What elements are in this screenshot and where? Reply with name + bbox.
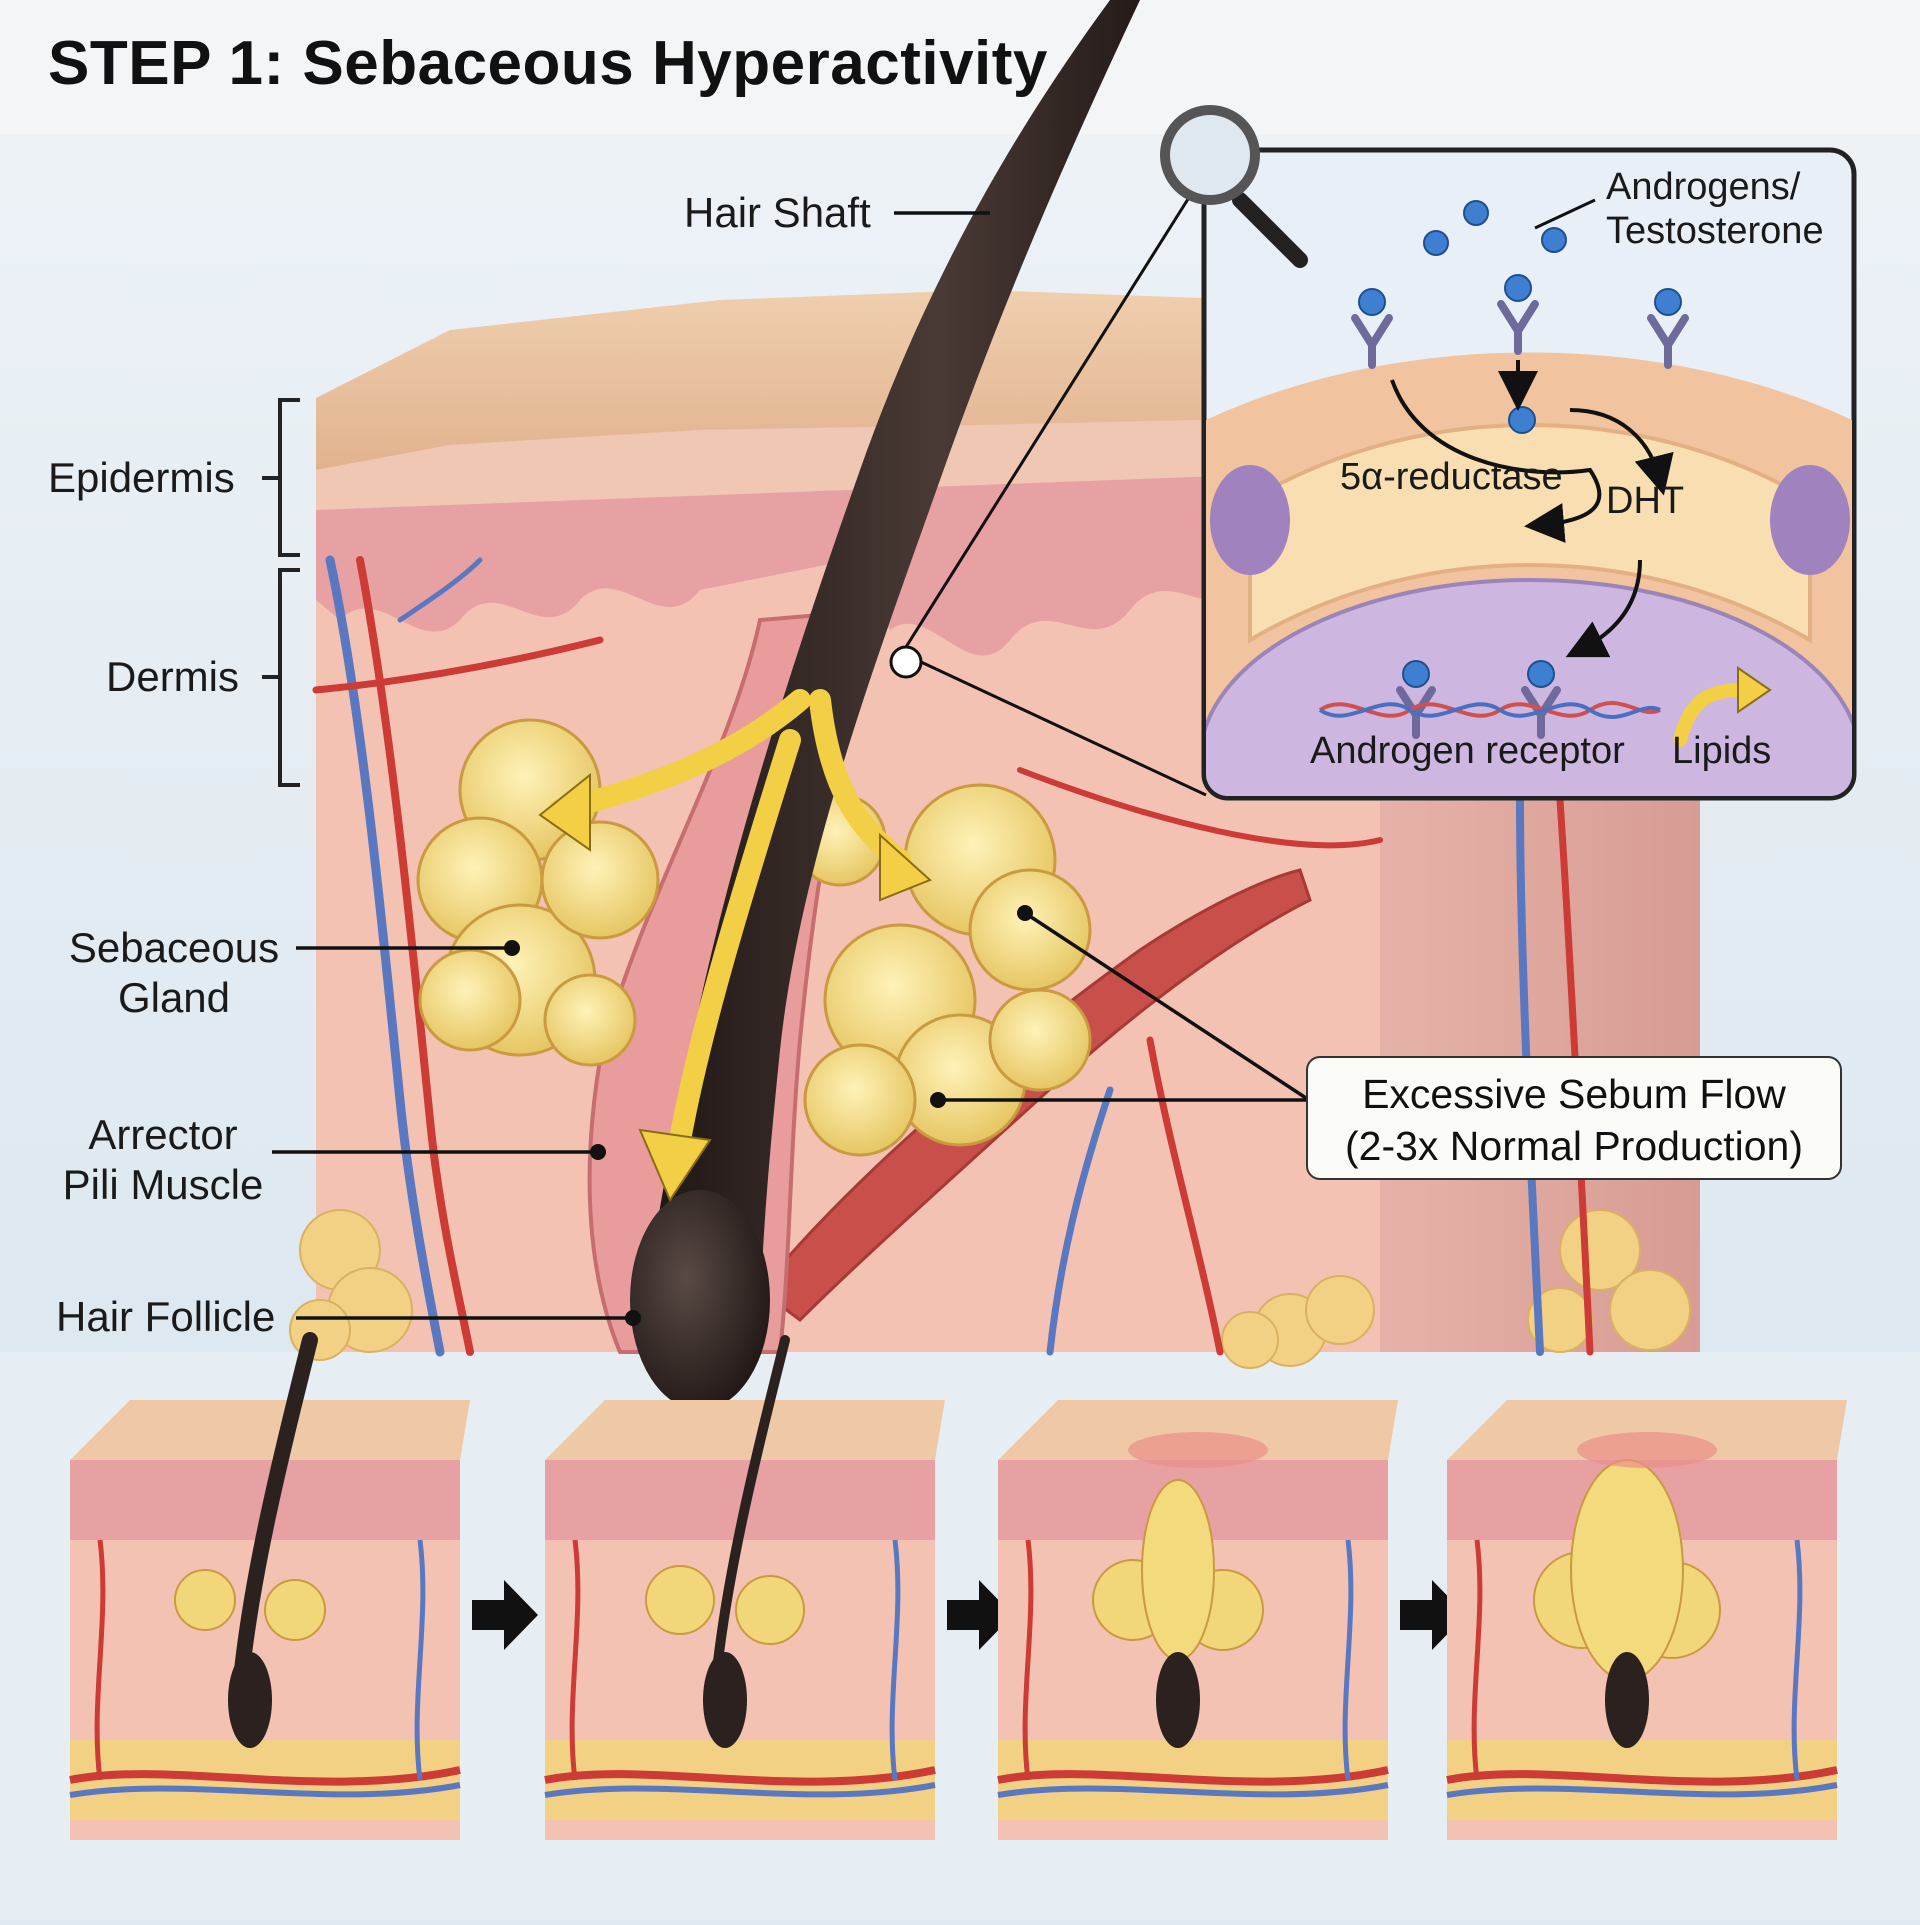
cell-nucleus xyxy=(1206,578,1852,796)
sebum-callout: Excessive Sebum Flow (2-3x Normal Produc… xyxy=(1306,1056,1842,1180)
lipids-arrowhead xyxy=(1737,666,1772,714)
sebum-flow-arrowheads xyxy=(538,772,932,1203)
arrow-right-icon xyxy=(947,1580,1013,1650)
androgen-pointer xyxy=(1534,198,1596,230)
label-dermis: Dermis xyxy=(106,653,239,700)
hair-shaft xyxy=(640,0,1140,1352)
inset-label-dht: DHT xyxy=(1606,480,1685,522)
stage-block-3 xyxy=(997,1400,1398,1840)
hair-bulb xyxy=(630,1190,770,1410)
label-sebaceous-gland: Sebaceous Gland xyxy=(54,923,294,1023)
inset-label-receptor: Androgen receptor xyxy=(1310,730,1625,772)
leader-lines xyxy=(272,211,1307,1320)
zoom-lines xyxy=(889,179,1207,797)
cell-inset xyxy=(1201,147,1857,801)
pathway-arrows xyxy=(1390,360,1674,658)
dna-helix xyxy=(1318,701,1661,719)
dermis-layer xyxy=(316,420,1380,1352)
nucleus-left xyxy=(1210,465,1290,575)
blood-vessels xyxy=(312,555,1594,1357)
androgen-molecules xyxy=(1358,200,1682,688)
sebaceous-gland xyxy=(416,718,1092,1157)
layer-brackets xyxy=(262,398,300,787)
label-arrector-line2: Pili Muscle xyxy=(62,1161,264,1208)
stage-block-4 xyxy=(1446,1400,1847,1840)
callout-line1: Excessive Sebum Flow xyxy=(1362,1071,1786,1117)
title-band xyxy=(0,0,1920,134)
magnifier-icon xyxy=(1160,105,1308,268)
label-arrector-line1: Arrector xyxy=(88,1111,238,1158)
callout-line2: (2-3x Normal Production) xyxy=(1345,1123,1803,1169)
inset-label-enzyme: 5α-reductase xyxy=(1340,456,1563,498)
inset-label-androgens: Androgens/ Testosterone xyxy=(1606,165,1824,253)
fat-lobules xyxy=(289,1209,1691,1369)
arrow-right-icon xyxy=(1400,1580,1466,1650)
label-sebaceous-line1: Sebaceous xyxy=(68,924,280,971)
progression-sequence xyxy=(69,1332,1847,1840)
arrow-right-icon xyxy=(472,1580,538,1650)
stratum-corneum xyxy=(316,420,1380,510)
page-title: STEP 1: Sebaceous Hyperactivity xyxy=(48,29,1048,98)
inset-label-lipids: Lipids xyxy=(1672,730,1772,772)
leader-dots xyxy=(504,905,1033,1326)
stage-block-2 xyxy=(544,1335,945,1840)
receptors xyxy=(1351,300,1689,739)
lipids-arrow xyxy=(1673,683,1747,747)
label-hair-follicle: Hair Follicle xyxy=(56,1293,276,1340)
label-arrector-pili: Arrector Pili Muscle xyxy=(58,1110,268,1210)
nucleus-right xyxy=(1770,465,1850,575)
inset-androgens-line2: Testosterone xyxy=(1606,210,1824,252)
label-epidermis: Epidermis xyxy=(48,454,235,501)
stage-block-1 xyxy=(69,1332,470,1840)
label-sebaceous-line2: Gland xyxy=(117,974,231,1021)
inset-androgens-line1: Androgens/ xyxy=(1606,166,1801,208)
label-hair-shaft: Hair Shaft xyxy=(684,189,871,236)
